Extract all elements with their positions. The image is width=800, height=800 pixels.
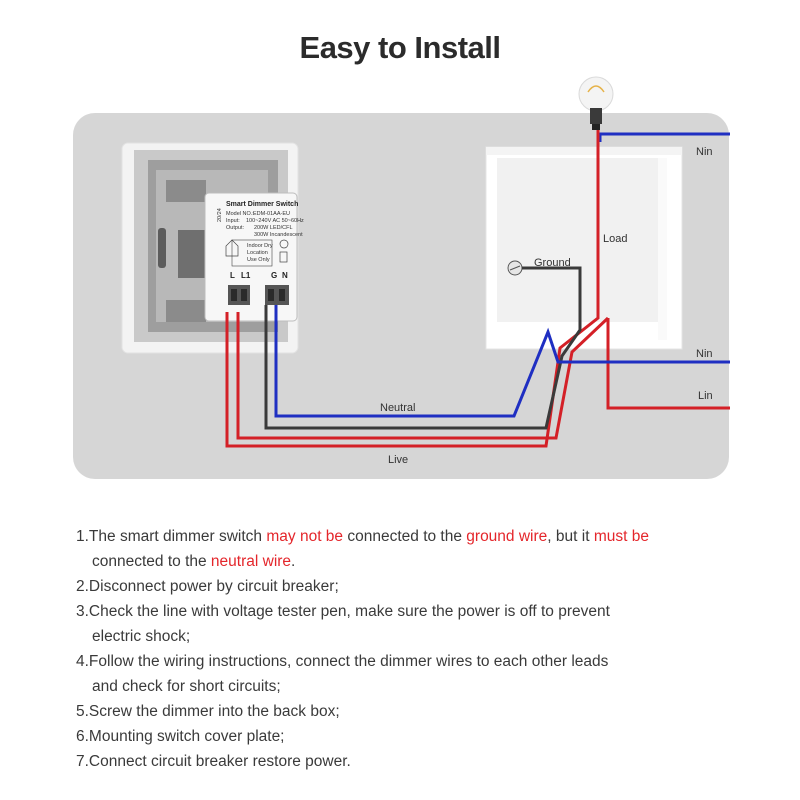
wiring-diagram: Smart Dimmer Switch Model NO.: EDM-01AA-… bbox=[73, 76, 730, 479]
step-4: 4.Follow the wiring instructions, connec… bbox=[76, 653, 609, 670]
step-3: 3.Check the line with voltage tester pen… bbox=[76, 603, 610, 620]
step-1-cont: connected to the neutral wire. bbox=[92, 553, 296, 570]
module-input-value: 100~240V AC 50~60Hz bbox=[246, 218, 304, 224]
label-lin: Lin bbox=[698, 390, 713, 402]
light-bulb-icon bbox=[578, 76, 614, 130]
wire-neutral bbox=[274, 305, 730, 418]
step-5: 5.Screw the dimmer into the back box; bbox=[76, 703, 340, 720]
wire-neutral-in-top bbox=[598, 132, 730, 142]
label-nin-bottom: Nin bbox=[696, 348, 713, 360]
module-input-label: Input: bbox=[226, 218, 240, 224]
label-live: Live bbox=[388, 454, 408, 466]
dimmer-module: Smart Dimmer Switch Model NO.: EDM-01AA-… bbox=[204, 192, 304, 322]
label-ground: Ground bbox=[534, 257, 571, 269]
instruction-list: 1.The smart dimmer switch may not be con… bbox=[76, 524, 736, 774]
module-side-code: 20/24 bbox=[217, 208, 223, 222]
house-icon bbox=[225, 239, 239, 257]
label-neutral: Neutral bbox=[380, 402, 415, 414]
module-output-value-2: 300W Incandescent bbox=[254, 232, 303, 238]
module-title: Smart Dimmer Switch bbox=[226, 201, 298, 208]
indoor-box bbox=[231, 239, 273, 267]
back-box bbox=[485, 146, 683, 350]
indoor-line-2: Location bbox=[247, 250, 268, 256]
terminal-l-label: L bbox=[230, 271, 235, 280]
weee-bin-icon bbox=[279, 251, 288, 263]
module-model-value: EDM-01AA-EU bbox=[253, 211, 290, 217]
wire-ground bbox=[264, 266, 582, 430]
label-load: Load bbox=[603, 233, 627, 245]
wire-live bbox=[236, 312, 730, 440]
step-7: 7.Connect circuit breaker restore power. bbox=[76, 753, 351, 770]
module-output-label: Output: bbox=[226, 225, 245, 231]
step-2: 2.Disconnect power by circuit breaker; bbox=[76, 578, 339, 595]
module-model-label: Model NO.: bbox=[226, 211, 254, 217]
ce-mark-icon bbox=[279, 239, 289, 249]
indoor-line-1: Indoor Dry bbox=[247, 243, 273, 249]
terminal-l1-label: L1 bbox=[241, 271, 251, 280]
terminal-g-label: G bbox=[271, 271, 277, 280]
label-nin-top: Nin bbox=[696, 146, 713, 158]
page-title: Easy to Install bbox=[299, 30, 501, 65]
step-3-cont: electric shock; bbox=[92, 628, 191, 645]
step-6: 6.Mounting switch cover plate; bbox=[76, 728, 285, 745]
terminal-n-label: N bbox=[282, 271, 288, 280]
module-output-value-1: 200W LED/CFL bbox=[254, 225, 293, 231]
indoor-line-3: Use Only bbox=[247, 257, 270, 263]
step-4-cont: and check for short circuits; bbox=[92, 678, 281, 695]
step-1: 1.The smart dimmer switch may not be con… bbox=[76, 528, 649, 545]
